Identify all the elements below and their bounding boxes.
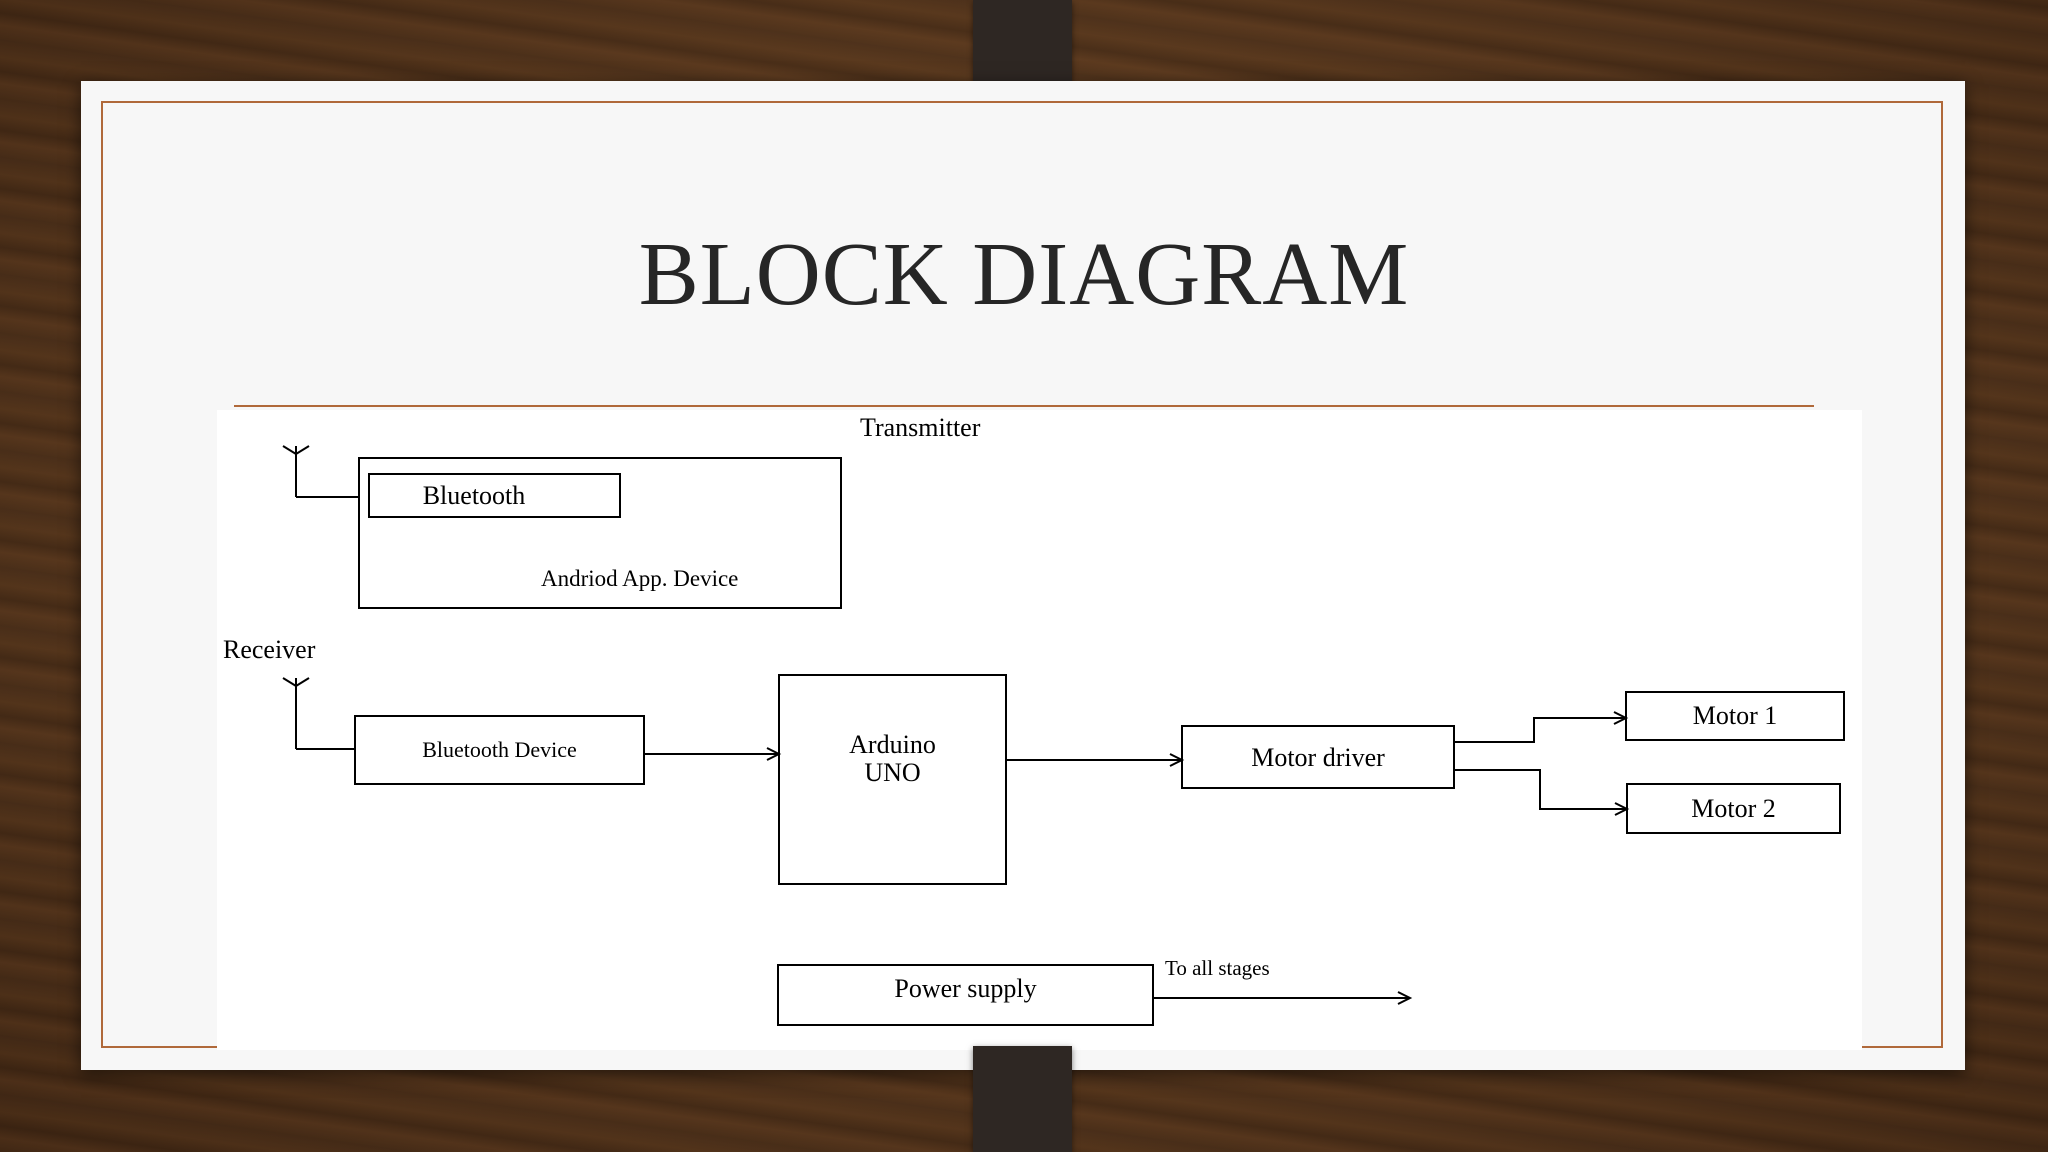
receiver-label: Receiver: [223, 635, 316, 664]
bluetooth-device-box: [354, 715, 645, 785]
transmitter-label: Transmitter: [860, 413, 981, 442]
motor2-label: Motor 2: [1691, 794, 1776, 823]
power-supply-label: Power supply: [894, 974, 1037, 1003]
bluetooth-label: Bluetooth: [422, 481, 526, 510]
driver-to-motor2-arrow: [1454, 769, 1627, 810]
motor1-box: [1625, 691, 1845, 741]
arduino-uno-box: [778, 674, 1007, 885]
slide-title: BLOCK DIAGRAM: [638, 225, 1410, 324]
power-supply-box: [777, 964, 1154, 1026]
android-device-box: [358, 457, 842, 609]
diagram-lines: [282, 445, 1845, 1026]
uno-label: UNO: [864, 758, 921, 787]
motor1-label: Motor 1: [1692, 701, 1778, 730]
driver-to-motor1-arrow: [1454, 717, 1626, 743]
android-device-label: Andriod App. Device: [541, 566, 739, 591]
title-divider: [234, 405, 1814, 407]
motor-driver-label: Motor driver: [1251, 743, 1385, 772]
arduino-label: Arduino: [849, 730, 936, 759]
motor-driver-box: [1181, 725, 1455, 789]
bottom-strap: [973, 1046, 1072, 1152]
bluetooth-device-label: Bluetooth Device: [422, 737, 577, 762]
to-all-stages-label: To all stages: [1165, 956, 1270, 980]
bluetooth-box: [368, 473, 621, 518]
block-diagram: Transmitter Receiver Bluetooth Andriod A…: [217, 410, 1862, 1050]
